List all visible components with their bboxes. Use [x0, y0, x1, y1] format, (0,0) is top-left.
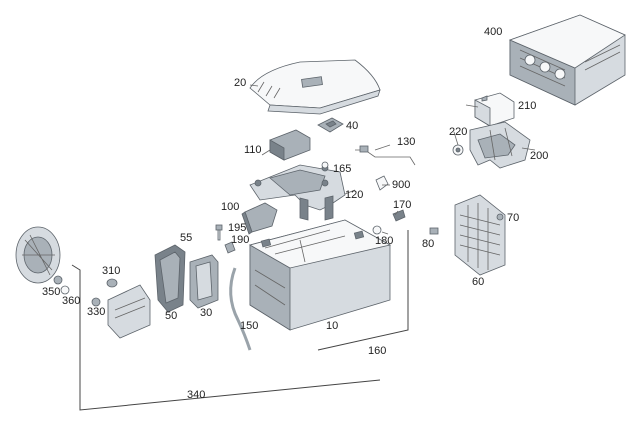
part-360-nut [60, 285, 70, 295]
callout-55: 55 [180, 232, 193, 244]
part-30-fuse-carrier [189, 254, 219, 309]
callout-80: 80 [422, 238, 435, 250]
callout-70: 70 [507, 212, 520, 224]
callout-130: 130 [397, 136, 416, 148]
callout-330: 330 [87, 306, 106, 318]
part-60-grille-cover [454, 194, 506, 276]
callout-340: 340 [187, 389, 206, 401]
part-10-battery [248, 219, 392, 331]
callout-900: 900 [392, 179, 411, 191]
part-80-bolt [429, 227, 439, 235]
callout-400: 400 [484, 26, 503, 38]
part-40-clip [317, 117, 344, 133]
part-165-nut [321, 161, 329, 169]
callout-60: 60 [472, 276, 485, 288]
callout-190: 190 [231, 234, 250, 246]
callout-310: 310 [102, 265, 121, 277]
callout-170: 170 [393, 199, 412, 211]
callout-200: 200 [530, 150, 549, 162]
part-alternator [15, 226, 61, 284]
part-210-relay [474, 92, 515, 127]
callout-160: 160 [368, 345, 387, 357]
part-330-washer [91, 297, 101, 307]
part-20-battery-cover [249, 59, 381, 115]
callout-150: 150 [240, 320, 259, 332]
callout-50: 50 [165, 310, 178, 322]
callout-20: 20 [234, 77, 247, 89]
part-900-tag [375, 175, 389, 191]
callout-120: 120 [345, 189, 364, 201]
callout-220: 220 [449, 126, 468, 138]
part-200-bracket [452, 121, 531, 169]
callout-165: 165 [333, 163, 352, 175]
part-400-control-module [508, 14, 626, 106]
part-130-cable [355, 145, 416, 166]
callout-180: 180 [375, 235, 394, 247]
part-180-terminal [372, 225, 382, 235]
callout-100: 100 [221, 201, 240, 213]
part-195-bolt [215, 224, 223, 241]
part-70-bolt [496, 213, 504, 221]
part-170-clip [392, 209, 406, 222]
part-110-fuse-block [269, 129, 311, 161]
part-50-bracket [154, 244, 186, 313]
part-100-cover [241, 202, 278, 235]
part-190-clip [224, 241, 236, 254]
callout-10: 10 [326, 320, 339, 332]
part-310-starter [106, 278, 151, 339]
callout-40: 40 [346, 120, 359, 132]
callout-195: 195 [228, 222, 247, 234]
callout-30: 30 [200, 307, 213, 319]
callout-360: 360 [62, 295, 81, 307]
leader-lines [71, 84, 536, 411]
callout-210: 210 [518, 100, 537, 112]
part-350-washer [53, 275, 63, 285]
callout-350: 350 [42, 286, 61, 298]
part-120-distribution [249, 164, 346, 221]
callout-110: 110 [244, 144, 262, 156]
part-150-cable [229, 267, 252, 351]
